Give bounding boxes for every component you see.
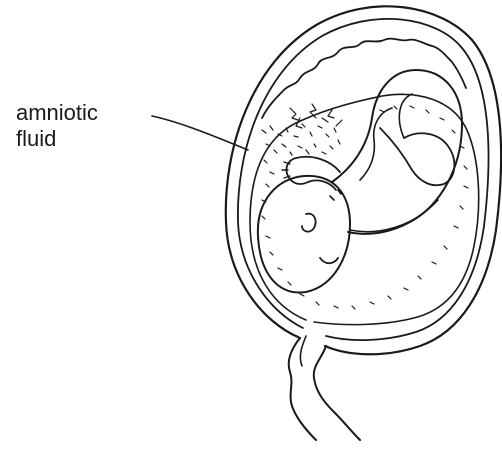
placenta-line [262,39,466,118]
fetal-eye [330,190,341,200]
fetal-foot [399,94,412,138]
amniotic-fluid-texture [262,104,468,309]
amniotic-fluid-label: amniotic fluid [16,100,98,152]
fetal-leg [380,128,454,185]
fetal-head [258,176,350,293]
uterine-wall-outer [226,6,501,354]
fetal-back [350,200,438,232]
fetal-arm [286,157,340,190]
label-leader-line [152,116,248,150]
fetal-ear [302,214,316,232]
label-line-2: fluid [16,126,98,152]
cervix-right [314,346,360,440]
cervix-left [289,338,316,440]
cervix-inner [300,336,306,366]
label-line-1: amniotic [16,100,98,126]
fetal-mouth [320,258,338,263]
